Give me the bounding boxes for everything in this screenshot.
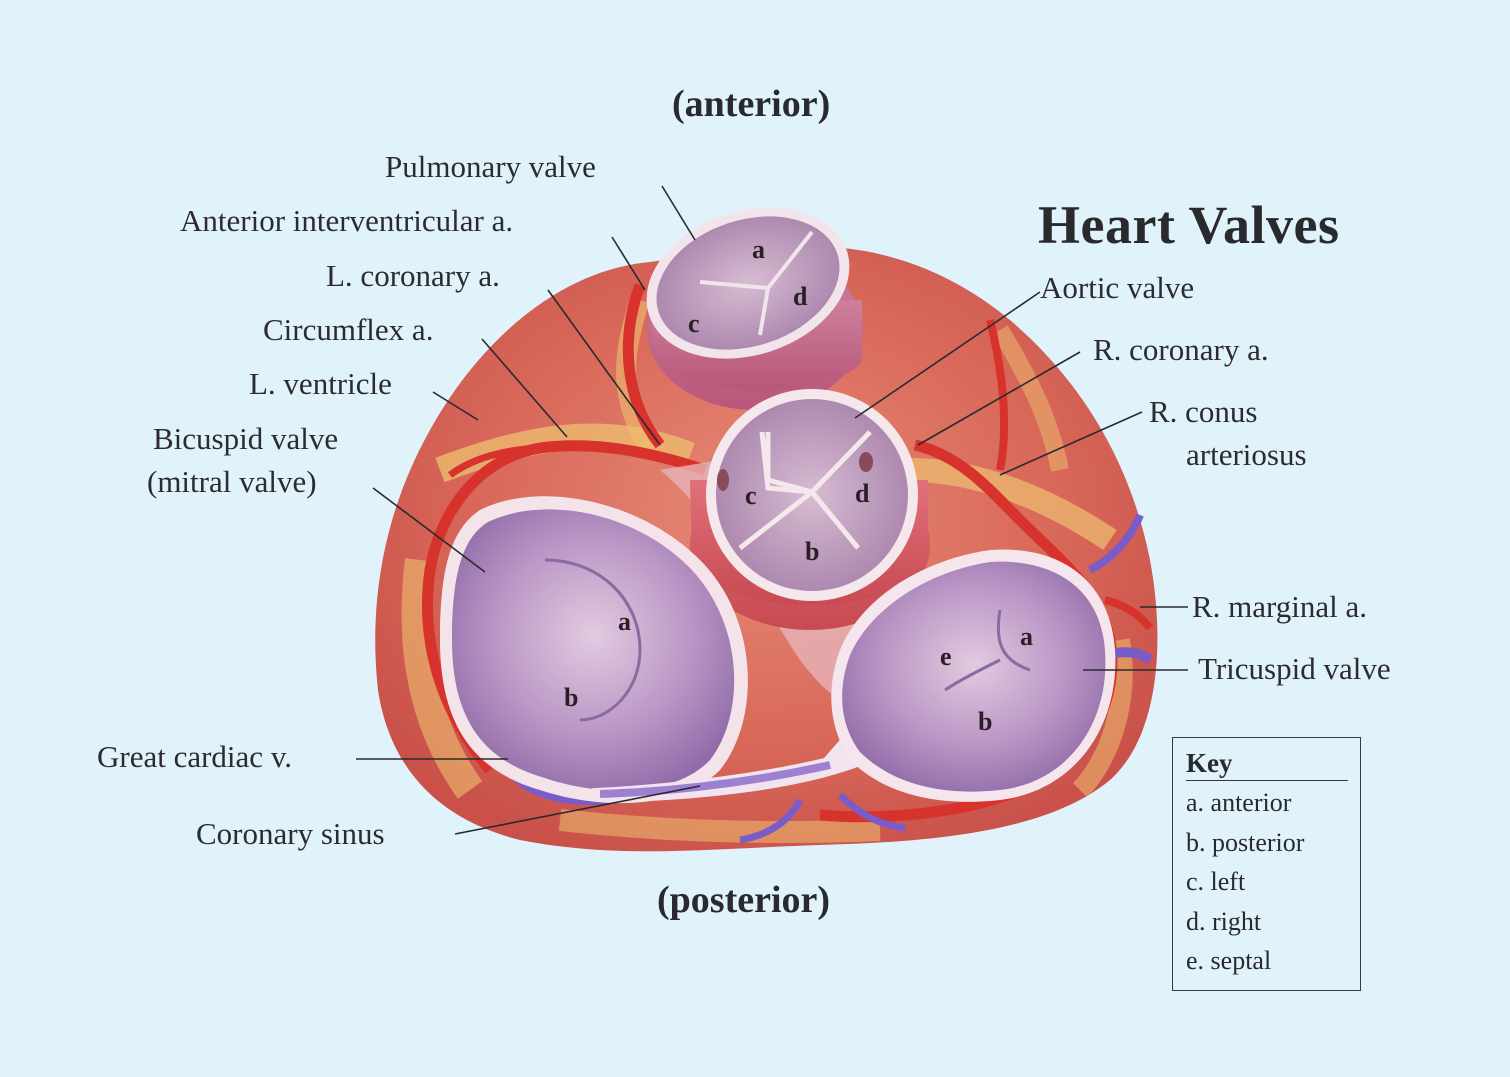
aortic-cusp-b: b (805, 537, 819, 566)
tricuspid-cusp-a: a (1020, 622, 1033, 651)
aortic-valve-drawing: c d b (690, 389, 930, 630)
label-bicuspid-valve: Bicuspid valve (153, 421, 339, 456)
pulmonary-cusp-c: c (688, 309, 700, 338)
orientation-anterior: (anterior) (672, 83, 831, 125)
key-legend: Key a. anterior b. posterior c. left d. … (1172, 737, 1361, 991)
label-left-ventricle: L. ventricle (249, 366, 392, 401)
label-aortic-valve: Aortic valve (1040, 270, 1195, 305)
key-title: Key (1186, 746, 1348, 781)
pulmonary-cusp-a: a (752, 235, 765, 264)
key-item-anterior: a. anterior (1186, 788, 1292, 817)
right-marginal-artery-vessel (1103, 596, 1154, 631)
aortic-cusp-d: d (855, 479, 870, 508)
orientation-posterior: (posterior) (657, 879, 831, 921)
tricuspid-cusp-e: e (940, 642, 952, 671)
right-conus-artery-vessel (986, 319, 1009, 471)
mitral-valve-drawing: a b (440, 496, 748, 804)
label-coronary-sinus: Coronary sinus (196, 816, 385, 851)
key-item-posterior: b. posterior (1186, 827, 1305, 857)
label-anterior-interventricular-artery: Anterior interventricular a. (180, 203, 514, 238)
label-right-conus-arteriosus-line2: arteriosus (1186, 437, 1307, 472)
page-title: Heart Valves (1038, 195, 1340, 255)
label-circumflex-artery: Circumflex a. (263, 312, 434, 347)
pulmonary-valve-drawing: a c d (646, 207, 863, 410)
aortic-cusp-c: c (745, 481, 757, 510)
tricuspid-valve-drawing: e a b (831, 549, 1116, 802)
label-great-cardiac-vein: Great cardiac v. (97, 739, 293, 774)
tricuspid-cusp-b: b (978, 707, 992, 736)
label-right-marginal-artery: R. marginal a. (1192, 589, 1368, 624)
label-left-coronary-artery: L. coronary a. (326, 258, 500, 293)
label-mitral-valve: (mitral valve) (147, 464, 317, 499)
label-pulmonary-valve: Pulmonary valve (385, 149, 596, 184)
label-right-conus-arteriosus-line1: R. conus (1149, 394, 1258, 429)
mitral-cusp-b: b (564, 683, 578, 712)
label-tricuspid-valve: Tricuspid valve (1198, 651, 1391, 686)
label-right-coronary-artery: R. coronary a. (1093, 332, 1269, 367)
key-item-left: c. left (1186, 867, 1246, 896)
leader-lines (356, 185, 1188, 835)
key-item-septal: e. septal (1186, 946, 1272, 975)
left-coronary-artery-vessel (422, 440, 707, 774)
mitral-cusp-a: a (618, 607, 631, 636)
pulmonary-cusp-d: d (793, 282, 808, 311)
key-item-right: d. right (1186, 906, 1262, 936)
